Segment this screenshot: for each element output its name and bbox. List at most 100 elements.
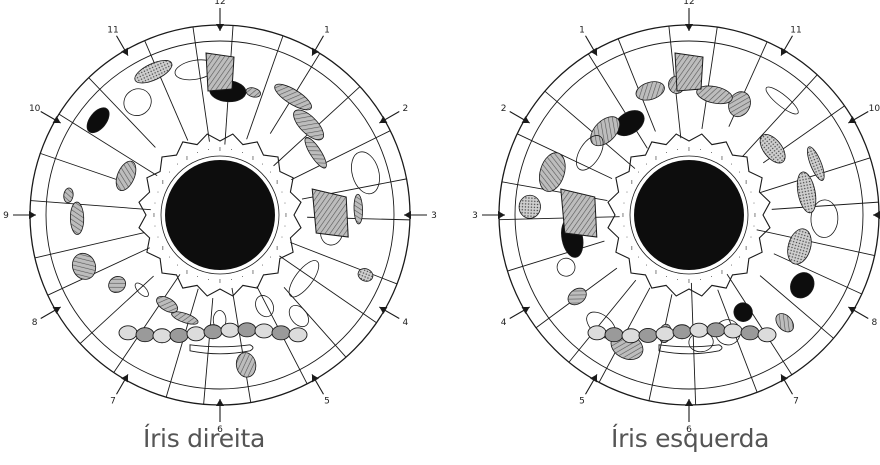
organ-zone <box>518 195 541 219</box>
digestive-zone-mark: · <box>176 160 178 168</box>
sector-divider <box>48 248 150 295</box>
digestive-zone-mark: · <box>637 169 639 177</box>
digestive-zone-mark: ı <box>655 268 657 276</box>
digestive-zone-mark: · <box>168 169 170 177</box>
digestive-zone-mark: · <box>284 222 286 230</box>
digestive-zone-mark: · <box>196 149 198 157</box>
colon-segment <box>707 323 725 337</box>
digestive-zone-mark: ı <box>186 268 188 276</box>
clock-arrowhead <box>216 399 224 406</box>
digestive-zone-mark: · <box>241 273 243 281</box>
brain-zone <box>206 53 234 91</box>
clock-label-3: 3 <box>472 211 478 221</box>
digestive-zone-mark: · <box>699 146 701 154</box>
digestive-zone-mark: · <box>753 200 755 208</box>
digestive-zone-mark: · <box>753 222 755 230</box>
digestive-zone-mark: · <box>730 262 732 270</box>
digestive-zone-mark: · <box>665 273 667 281</box>
colon-segment <box>187 327 205 341</box>
clock-label-2: 2 <box>501 104 507 114</box>
organ-zone <box>634 78 667 103</box>
digestive-zone-mark: ı <box>162 178 164 186</box>
sector-divider <box>499 217 620 220</box>
colon-segment <box>758 328 776 342</box>
digestive-zone-mark: · <box>168 253 170 261</box>
digestive-zone-mark: ı <box>754 211 756 219</box>
clock-label-7: 7 <box>793 396 799 406</box>
clock-label-8: 8 <box>871 318 877 328</box>
digestive-zone-mark: · <box>623 222 625 230</box>
colon-segment <box>272 326 290 340</box>
organ-zone <box>347 148 384 197</box>
clock-label-2: 2 <box>402 104 408 114</box>
right-iris-diagram: ı··ı··ı··ı··ı··ı··ı··ı··ı··ı··ı··ı··1212… <box>3 0 437 435</box>
digestive-zone-mark: ı <box>252 268 254 276</box>
clock-label-7: 7 <box>110 396 116 406</box>
organ-zone <box>105 273 128 296</box>
digestive-zone-mark: ı <box>153 211 155 219</box>
organ-zone <box>252 292 277 319</box>
organ-zone <box>772 310 797 335</box>
organ-zone <box>69 250 100 283</box>
pupil <box>165 160 275 270</box>
organ-zone <box>70 202 84 235</box>
clock-label-3: 3 <box>431 211 437 221</box>
colon-segment <box>622 329 640 343</box>
colon-segment <box>605 328 623 342</box>
digestive-zone-mark: · <box>626 234 628 242</box>
digestive-zone-mark: · <box>645 262 647 270</box>
digestive-zone-mark: · <box>176 262 178 270</box>
left-iris-caption: Íris esquerda <box>611 424 769 453</box>
digestive-zone-mark: · <box>284 200 286 208</box>
organ-zone <box>285 302 312 331</box>
digestive-zone-mark: · <box>626 188 628 196</box>
organ-zone <box>554 255 577 279</box>
large-organ <box>561 189 597 237</box>
digestive-zone-mark: · <box>157 188 159 196</box>
digestive-zone-mark: · <box>196 273 198 281</box>
clock-arrowhead <box>685 24 693 31</box>
colon-segment <box>204 325 222 339</box>
sector-divider <box>59 114 157 175</box>
clock-label-10: 10 <box>869 104 880 114</box>
clock-label-4: 4 <box>402 318 408 328</box>
digestive-zone-mark: ı <box>745 178 747 186</box>
clock-arrowhead <box>404 211 411 219</box>
clock-label-4: 4 <box>501 318 507 328</box>
sector-divider <box>649 294 672 400</box>
digestive-zone-mark: · <box>207 146 209 154</box>
clock-label-11: 11 <box>107 26 118 36</box>
organ-zone <box>755 130 790 167</box>
digestive-zone-mark: ı <box>622 211 624 219</box>
sector-divider <box>774 254 862 294</box>
digestive-zone-mark: ı <box>219 277 221 285</box>
colon-segment <box>136 328 154 342</box>
organ-zone <box>234 351 257 379</box>
digestive-zone-mark: · <box>241 149 243 157</box>
colon-segment <box>255 324 273 338</box>
clock-arrowhead <box>216 24 224 31</box>
clock-label-1: 1 <box>579 26 585 36</box>
digestive-zone-mark: ı <box>285 211 287 219</box>
clock-label-5: 5 <box>579 396 585 406</box>
colon-segment <box>153 329 171 343</box>
right-iris-caption: Íris direita <box>143 424 265 453</box>
sector-divider <box>193 27 209 142</box>
colon-segment <box>221 323 239 337</box>
digestive-zone-mark: ı <box>721 154 723 162</box>
digestive-zone-mark: · <box>750 188 752 196</box>
organ-zone <box>271 80 315 115</box>
digestive-zone-mark: · <box>269 253 271 261</box>
digestive-zone-mark: · <box>637 253 639 261</box>
colon-segment <box>588 326 606 340</box>
digestive-zone-mark: · <box>676 276 678 284</box>
colon-segment <box>119 326 137 340</box>
colon-segment <box>238 323 256 337</box>
clock-label-9: 9 <box>3 211 9 221</box>
digestive-zone-mark: ı <box>219 145 221 153</box>
digestive-zone-mark: · <box>738 253 740 261</box>
sector-divider <box>507 241 604 271</box>
left-iris-diagram: ı··ı··ı··ı··ı··ı··ı··ı··ı··ı··ı··ı··1212… <box>472 0 880 435</box>
colon-segment <box>690 323 708 337</box>
